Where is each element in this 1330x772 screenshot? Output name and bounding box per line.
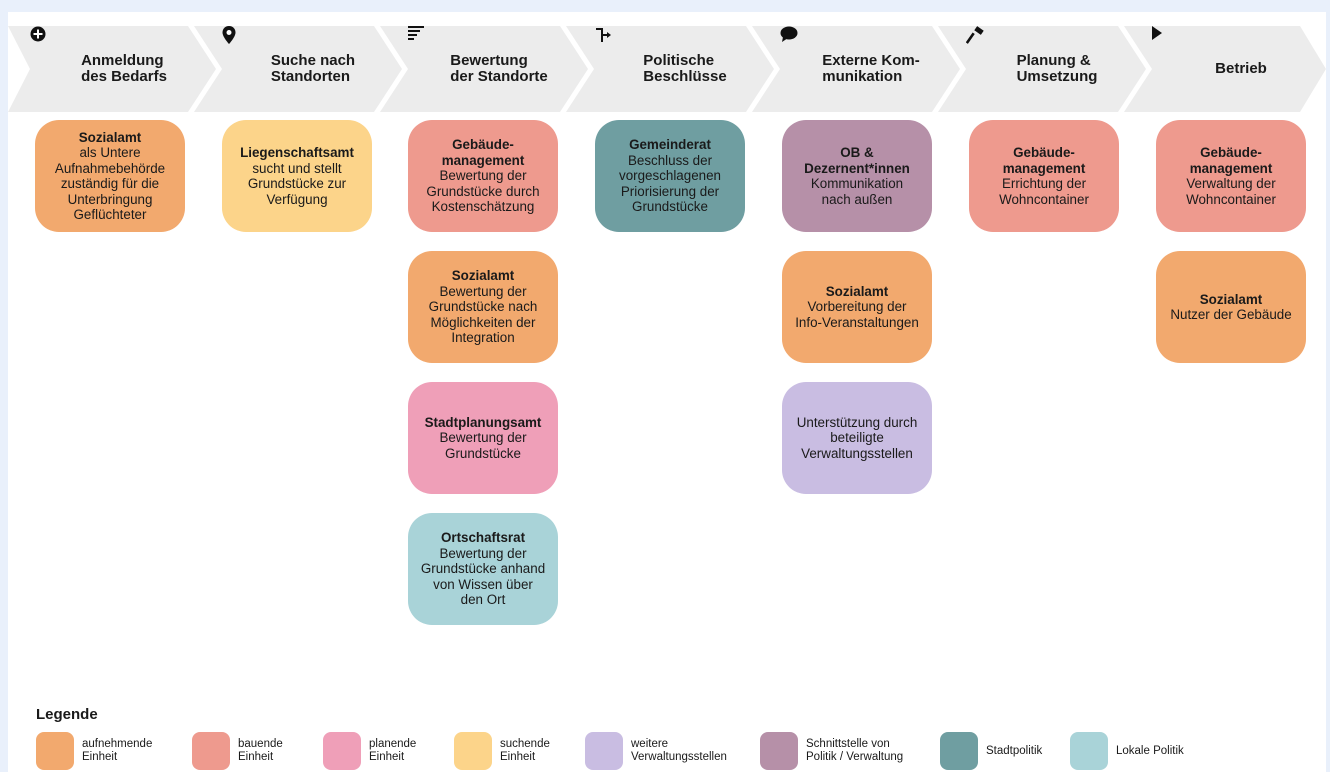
card-liegenschaftsamt: Liegenschaftsamt sucht und stellt Grunds… [222,120,372,232]
card-desc: Kommunikation nach außen [810,176,904,207]
legend-item-lokale-politik: Lokale Politik [1070,731,1184,771]
legend-label: bauende Einheit [238,738,283,763]
stage-label: Betrieb [1215,60,1267,77]
play-arrow-icon [1152,26,1207,80]
legend-item-suchend: suchende Einheit [454,731,550,771]
sort-lines-icon [408,26,442,80]
stage-suche: Suche nach Standorten [194,26,402,112]
card-title: Sozialamt [825,283,889,299]
card-desc: Nutzer der Gebäude [1170,307,1292,322]
stage-label: Planung & Umsetzung [1016,52,1098,85]
card-title: Gebäude- management [1189,145,1273,176]
card-title: Gemeinderat [629,137,711,153]
legend-label: Lokale Politik [1116,744,1184,757]
legend-label: Schnittstelle von Politik / Verwaltung [806,738,904,763]
legend-label: weitere Verwaltungsstellen [631,738,727,763]
chevron-shape [1124,26,1326,112]
stage-planung: Planung & Umsetzung [938,26,1146,112]
card-unterstuetzung: Unterstützung durch beteiligte Verwaltun… [782,382,932,494]
card-desc: Bewertung der Grundstücke nach Möglichke… [428,283,538,346]
plus-circle-icon [30,26,73,80]
card-gebaeudemanagement-errichtung: Gebäude- management Errichtung der Wohnc… [969,120,1119,232]
card-stadtplanungsamt: Stadtplanungsamt Bewertung der Grundstüc… [408,382,558,494]
process-diagram: Anmeldung des Bedarfs Suche nach Standor… [8,12,1326,772]
card-ortschaftsrat: Ortschaftsrat Bewertung der Grundstücke … [408,513,558,625]
speech-bubble-icon [780,26,814,80]
legend-item-bauend: bauende Einheit [192,731,283,771]
stage-label: Bewertung der Standorte [450,52,548,85]
card-gemeinderat: Gemeinderat Beschluss der vorgeschlagene… [595,120,745,232]
card-title: Stadtplanungsamt [424,414,542,430]
legend-title: Legende [36,706,98,723]
legend-label: planende Einheit [369,738,417,763]
legend-swatch [1070,732,1108,770]
chevron-shape [380,26,588,112]
fork-arrow-icon [596,28,635,80]
legend-item-stadtpolitik: Stadtpolitik [940,731,1042,771]
card-title: Sozialamt [1199,291,1263,307]
card-desc: als Untere Aufnahmebehörde zuständig für… [54,145,166,222]
legend-swatch [323,732,361,770]
card-ob-dezernenten: OB & Dezernent*innen Kommunikation nach … [782,120,932,232]
stage-label: Politische Beschlüsse [643,52,727,85]
stage-label: Suche nach Standorten [270,52,356,85]
stage-kommunikation: Externe Kom- munikation [752,26,960,112]
card-desc: Bewertung der Grundstücke anhand von Wis… [420,545,546,608]
legend-label: Stadtpolitik [986,744,1043,757]
legend-swatch [585,732,623,770]
card-sozialamt-anmeldung: Sozialamt als Untere Aufnahmebehörde zus… [35,120,185,232]
card-desc: Bewertung der Grundstücke durch Kostensc… [426,168,540,215]
card-title: Gebäude- management [1002,145,1086,176]
chevron-shape [566,26,774,112]
legend-label: suchende Einheit [500,738,550,763]
card-sozialamt-betrieb: Sozialamt Nutzer der Gebäude [1156,251,1306,363]
legend-item-weitere: weitere Verwaltungsstellen [585,731,727,771]
legend-swatch [192,732,230,770]
card-desc: Verwaltung der Wohncontainer [1186,176,1276,207]
card-title: Ortschaftsrat [440,530,526,546]
card-desc: Errichtung der Wohncontainer [999,176,1089,207]
card-gebaeudemanagement-verwaltung: Gebäude- management Verwaltung der Wohnc… [1156,120,1306,232]
legend-label: aufnehmende Einheit [82,738,153,763]
card-title: Gebäude- management [441,137,525,168]
legend-swatch [760,732,798,770]
card-gebaeudemanagement-bewertung: Gebäude- management Bewertung der Grunds… [408,120,558,232]
chevron-shape [194,26,402,112]
stage-beschluesse: Politische Beschlüsse [566,26,774,112]
stage-anmeldung: Anmeldung des Bedarfs [8,26,216,112]
legend-swatch [940,732,978,770]
card-desc: sucht und stellt Grundstücke zur Verfügu… [247,160,347,207]
legend-swatch [36,732,74,770]
card-desc: Unterstützung durch beteiligte Verwaltun… [796,414,918,461]
card-title: OB & Dezernent*innen [804,145,910,176]
legend-item-planend: planende Einheit [323,731,416,771]
hammer-icon [966,26,1009,80]
stage-betrieb: Betrieb [1124,26,1326,112]
card-desc: Bewertung der Grundstücke [439,430,527,461]
map-pin-icon [222,26,263,80]
card-title: Liegenschaftsamt [240,145,354,160]
legend-item-schnittstelle: Schnittstelle von Politik / Verwaltung [760,731,903,771]
card-title: Sozialamt [78,129,142,145]
stage-bewertung: Bewertung der Standorte [380,26,588,112]
stage-label: Externe Kom- munikation [822,52,920,85]
stage-label: Anmeldung des Bedarfs [81,52,167,85]
card-desc: Vorbereitung der Info-Veranstaltungen [795,299,919,330]
legend-item-aufnehmend: aufnehmende Einheit [36,731,152,771]
chevron-shape [8,26,216,112]
chevron-shape [938,26,1146,112]
card-title: Sozialamt [451,268,515,284]
card-desc: Beschluss der vorgeschlagenen Priorisier… [619,152,721,215]
stage-bar: Anmeldung des Bedarfs Suche nach Standor… [8,26,1326,112]
legend-swatch [454,732,492,770]
chevron-shape [752,26,960,112]
card-sozialamt-bewertung: Sozialamt Bewertung der Grundstücke nach… [408,251,558,363]
card-sozialamt-kommunikation: Sozialamt Vorbereitung der Info-Veransta… [782,251,932,363]
